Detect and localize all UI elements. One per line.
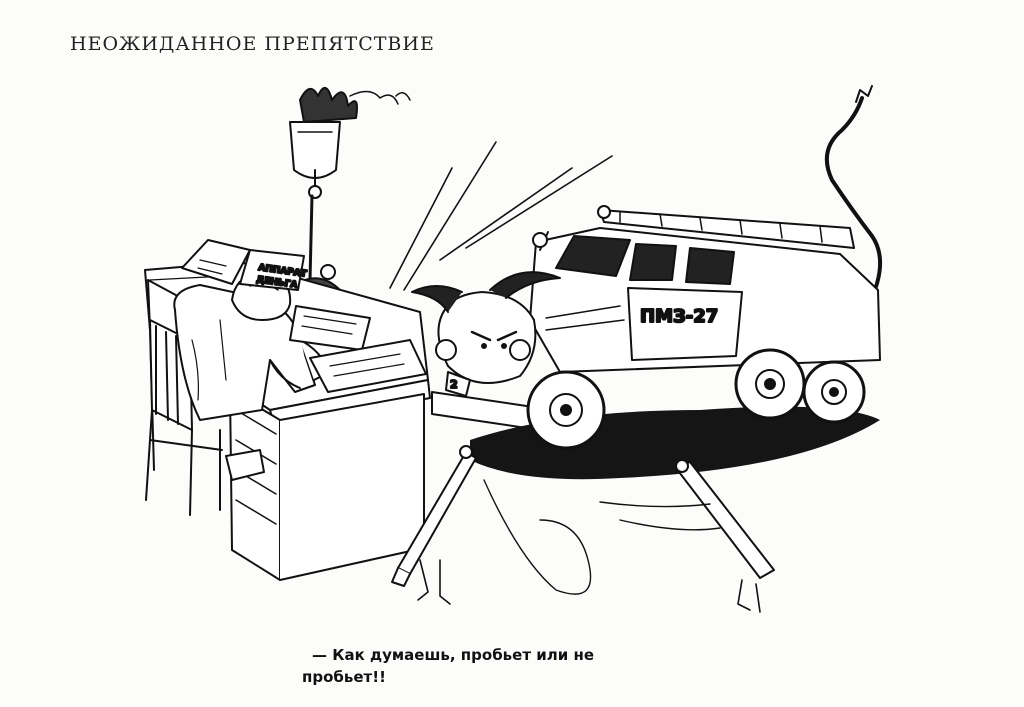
cartoon-title: НЕОЖИДАННОЕ ПРЕПЯТСТВИЕ (70, 33, 435, 55)
desk-papers (181, 239, 427, 481)
caption-line-2: пробьет!! (302, 668, 386, 686)
fire-truck (411, 85, 883, 480)
truck-front-number: 2 (450, 378, 458, 391)
caption-line-1: — Как думаешь, пробьет или не (312, 646, 595, 664)
sleeping-clerk (173, 272, 331, 421)
cartoon-caption: — Как думаешь, пробьет или не пробьет!! (302, 644, 682, 688)
truck-plate-number: ПМЗ-27 (640, 306, 718, 327)
motion-lines (389, 141, 613, 291)
fire-hoses (391, 445, 775, 613)
desk-lamp (289, 87, 411, 297)
